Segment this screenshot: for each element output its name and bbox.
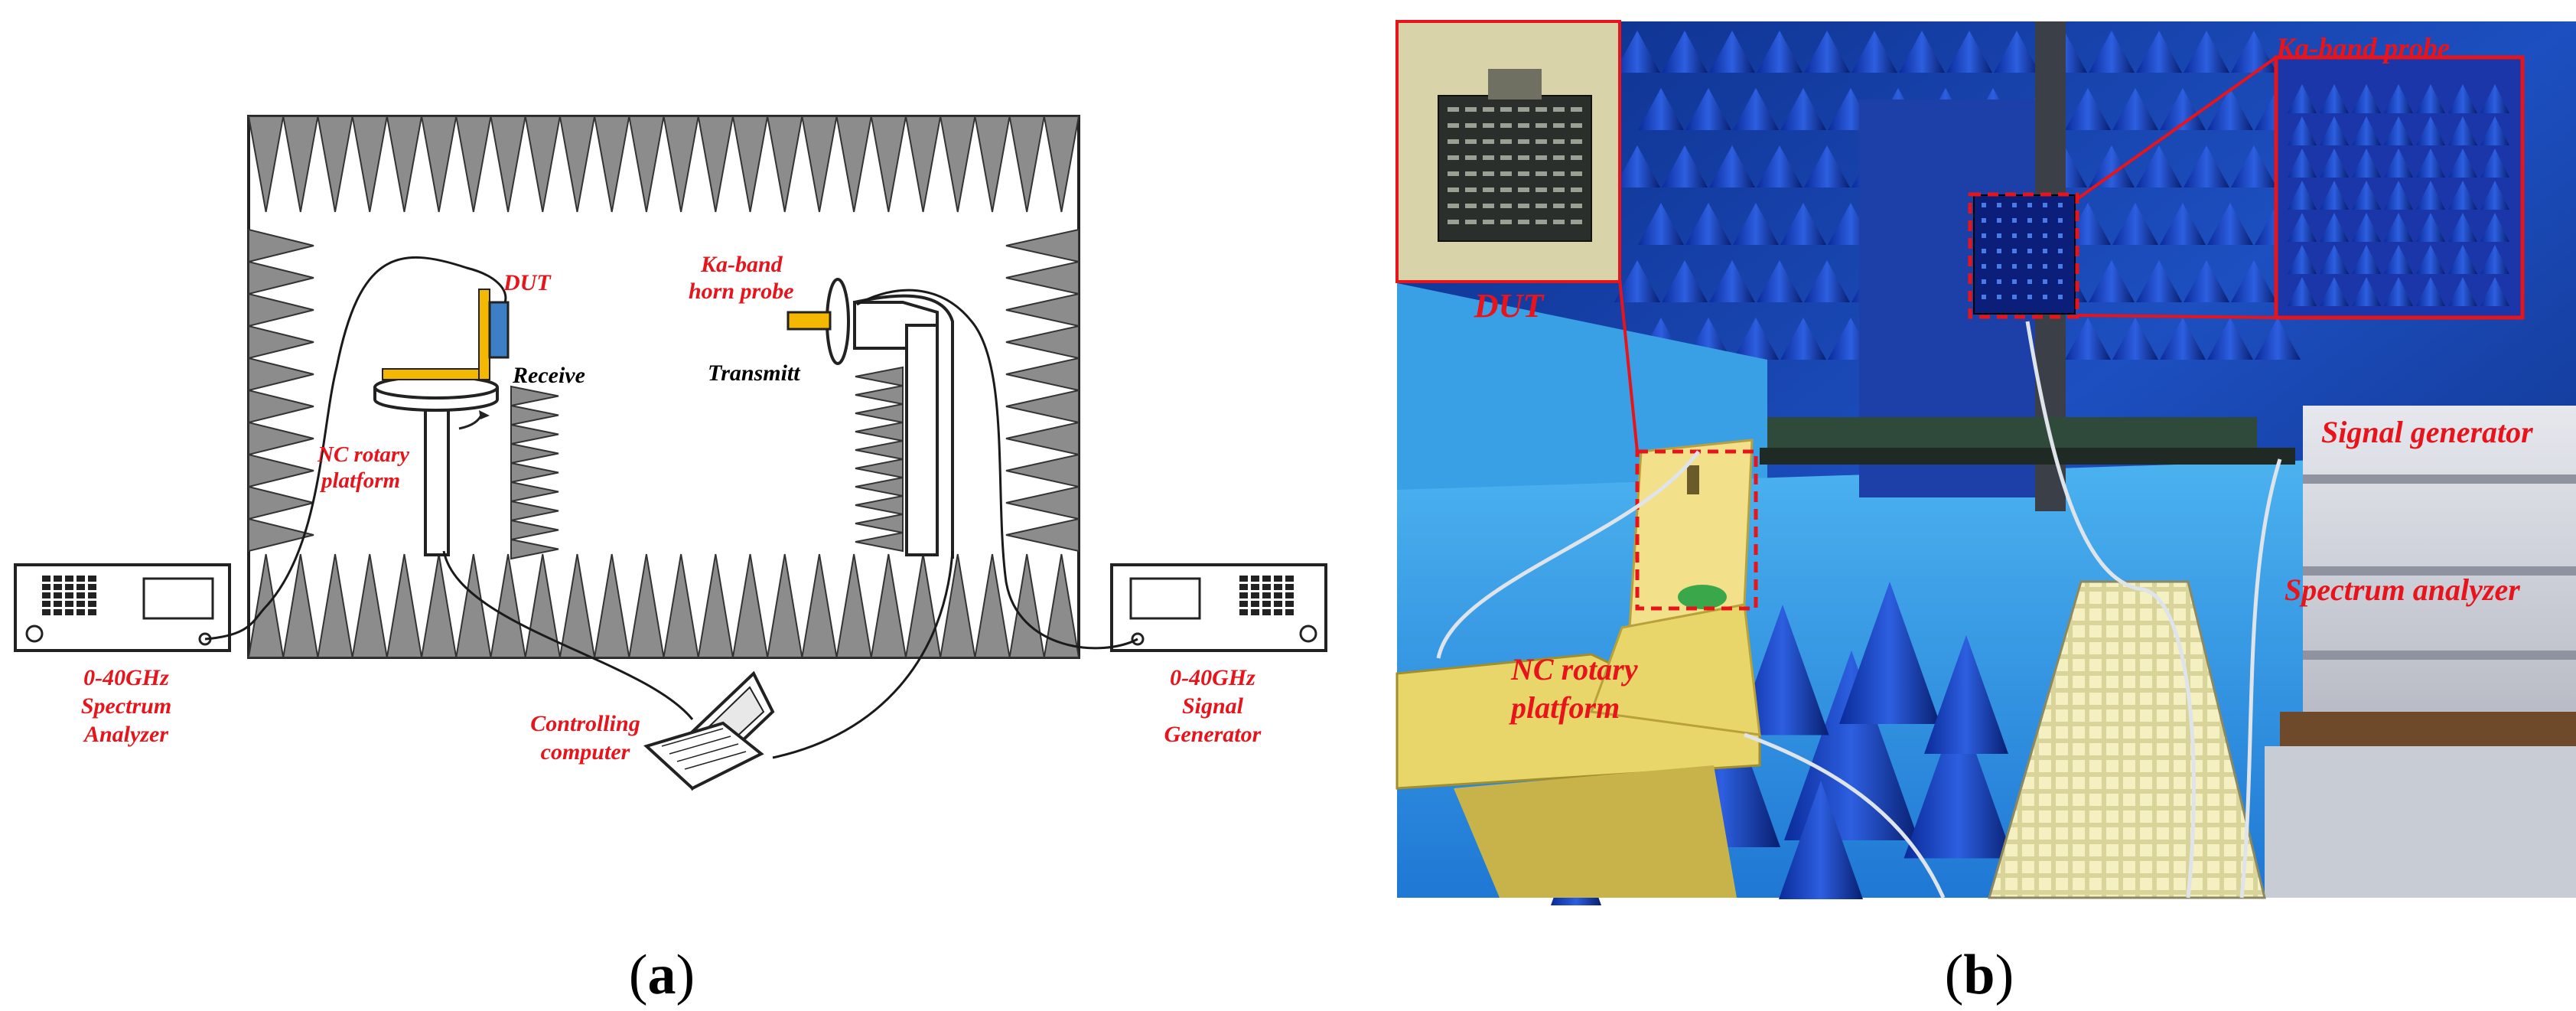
ka-band-horn-probe — [786, 278, 850, 365]
label-sa-line1: 0-40GHz — [83, 665, 169, 690]
photo-cables — [1436, 321, 2282, 899]
dut-inset — [1395, 20, 1621, 283]
nc-rotary-platform-photo — [1395, 439, 1761, 898]
ka-band-probe-photo — [1968, 192, 2079, 319]
panel-b-labels: DUT Ka-band probe Signal generator Spect… — [1474, 33, 2533, 725]
label-nc-line2-photo: platform — [1509, 690, 1620, 725]
label-nc-line2: platform — [319, 468, 400, 493]
panel-a-labels: DUT Receive Ka-band horn probe Transmitt… — [81, 252, 1262, 765]
cables — [204, 256, 1138, 759]
panel-a-schematic — [14, 115, 1327, 791]
label-pc-line2: computer — [541, 739, 630, 765]
label-sg-line3: Generator — [1164, 722, 1262, 747]
label-nc-line1-photo: NC rotary — [1510, 652, 1638, 687]
label-nc-line1: NC rotary — [317, 442, 409, 467]
label-spectrum-analyzer: Spectrum analyzer — [2285, 572, 2520, 607]
label-sa-line3: Analyzer — [83, 722, 168, 747]
label-probe-line1: Ka-band — [700, 252, 783, 277]
spectrum-analyzer-instrument — [14, 563, 231, 652]
label-signal-generator: Signal generator — [2321, 415, 2533, 449]
caption-b: (b) — [1945, 944, 2014, 1006]
panel-b-photo — [1395, 20, 2576, 905]
dut-device — [382, 289, 510, 380]
caption-a: (a) — [629, 944, 695, 1006]
label-dut: DUT — [503, 270, 552, 295]
label-pc-line1: Controlling — [530, 711, 640, 736]
instrument-rack-photo — [2265, 406, 2576, 898]
label-receive: Receive — [512, 363, 585, 388]
transmit-mast — [853, 294, 954, 559]
highlight-connectors — [1618, 56, 2278, 452]
label-probe-line2: horn probe — [689, 279, 794, 304]
label-sg-line1: 0-40GHz — [1170, 665, 1255, 690]
label-dut-photo: DUT — [1474, 287, 1545, 324]
probe-inset — [2274, 55, 2525, 320]
nc-rotary-platform — [373, 375, 499, 556]
label-sg-line2: Signal — [1182, 693, 1244, 719]
laptop-icon — [643, 670, 775, 791]
label-ka-band-probe: Ka-band probe — [2275, 33, 2450, 64]
walkway-grid — [1988, 580, 2266, 899]
label-transmitt: Transmitt — [708, 360, 801, 386]
label-sa-line2: Spectrum — [81, 693, 171, 719]
receive-side-absorber — [510, 385, 559, 560]
transmit-side-absorber — [855, 366, 904, 553]
signal-generator-instrument — [1110, 563, 1327, 652]
